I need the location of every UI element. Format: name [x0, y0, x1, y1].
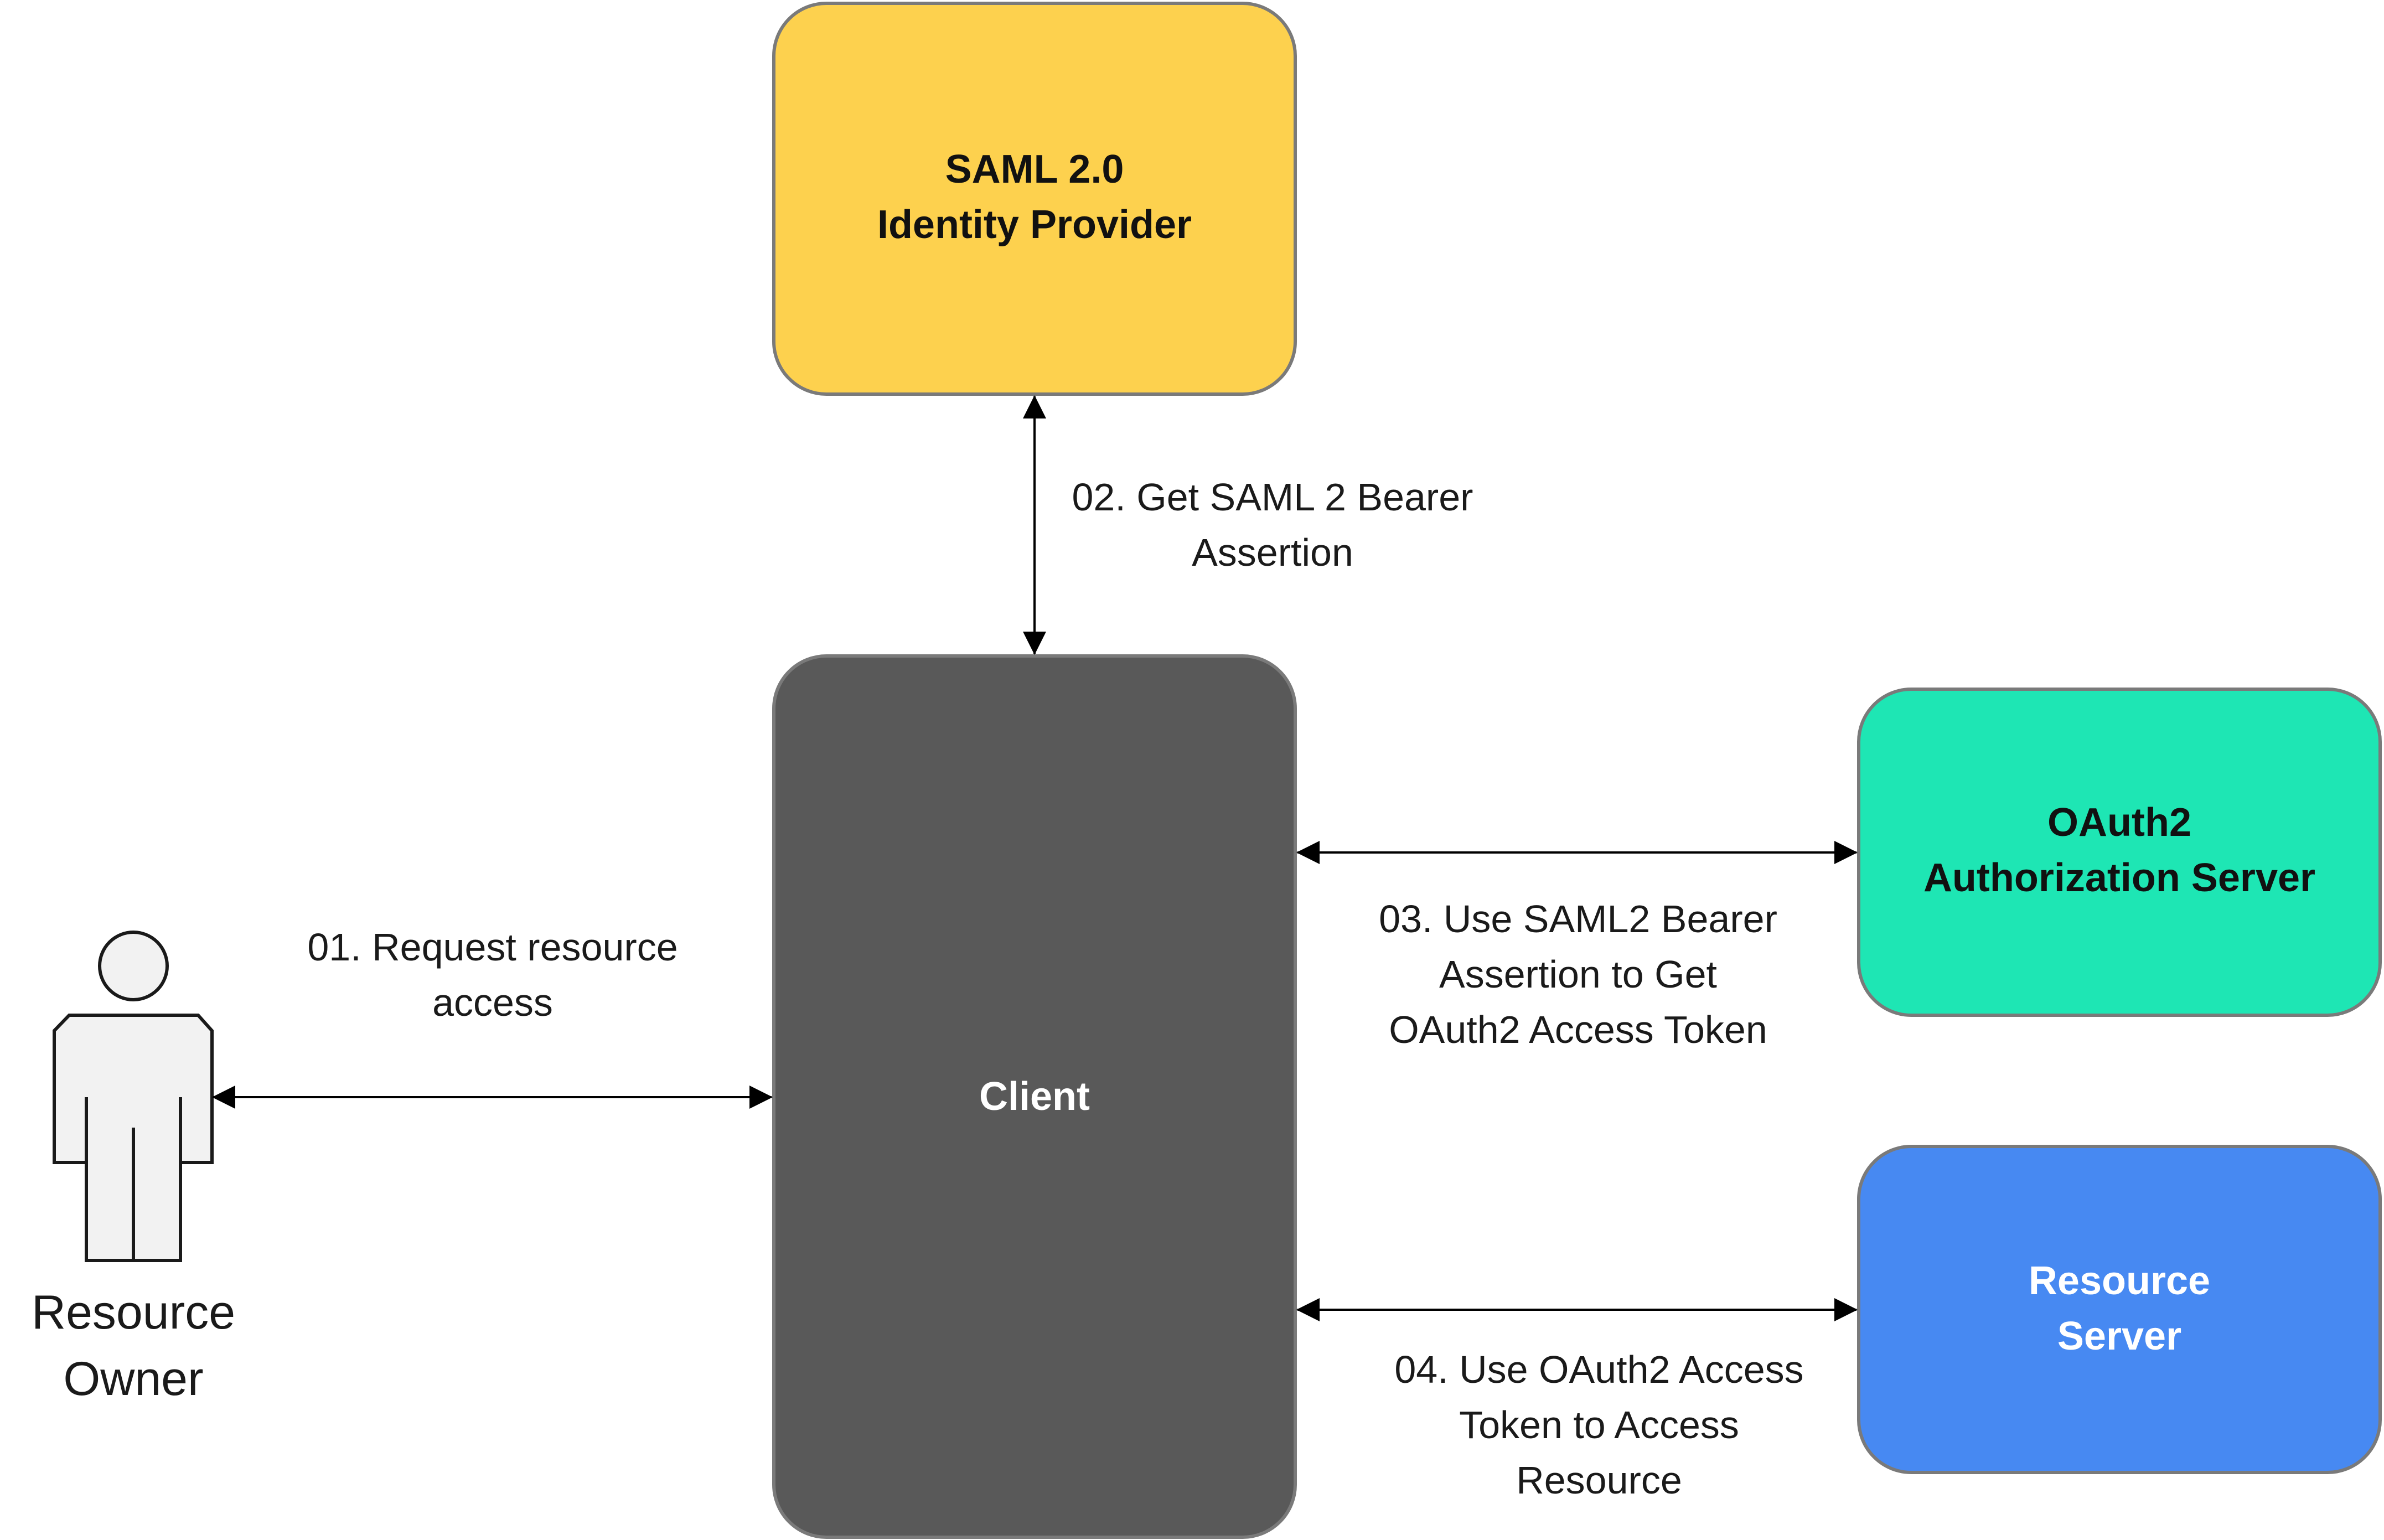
edge-label-step2-line2: Assertion	[1192, 531, 1353, 574]
edge-label-step4-line2: Token to Access	[1459, 1403, 1739, 1446]
edge-label-step2: 02. Get SAML 2 Bearer Assertion	[1072, 476, 1473, 574]
resource-server-label-line1: Resource	[2029, 1259, 2210, 1303]
client-label: Client	[979, 1074, 1090, 1119]
edge-label-step4-line1: 04. Use OAuth2 Access	[1394, 1348, 1803, 1391]
edge-label-step4-line3: Resource	[1516, 1459, 1682, 1502]
edge-label-step4: 04. Use OAuth2 Access Token to Access Re…	[1394, 1348, 1803, 1502]
client-node: Client	[772, 654, 1297, 1539]
oauth2-authorization-server-box	[1857, 688, 2382, 1017]
saml-identity-provider-label-line2: Identity Provider	[877, 203, 1192, 247]
person-icon	[53, 931, 214, 1262]
edge-label-step3-line2: Assertion to Get	[1439, 953, 1717, 996]
saml-identity-provider-node: SAML 2.0 Identity Provider	[772, 2, 1297, 396]
edge-label-step1: 01. Request resource access	[307, 926, 678, 1024]
edge-label-step3-line1: 03. Use SAML2 Bearer	[1379, 897, 1777, 940]
edge-label-step2-line1: 02. Get SAML 2 Bearer	[1072, 476, 1473, 519]
edge-label-step1-line1: 01. Request resource	[307, 926, 678, 969]
resource-owner-actor: Resource Owner	[32, 931, 235, 1405]
resource-server-label-line2: Server	[2057, 1314, 2181, 1358]
person-head	[98, 931, 169, 1001]
saml-identity-provider-box	[772, 2, 1297, 396]
saml-identity-provider-label-line1: SAML 2.0	[945, 147, 1124, 192]
oauth2-authorization-server-label-line2: Authorization Server	[1923, 856, 2315, 900]
edge-label-step3-line3: OAuth2 Access Token	[1389, 1008, 1767, 1051]
resource-server-box	[1857, 1145, 2382, 1474]
client-box	[772, 654, 1297, 1539]
resource-server-node: Resource Server	[1857, 1145, 2382, 1474]
oauth2-authorization-server-node: OAuth2 Authorization Server	[1857, 688, 2382, 1017]
resource-owner-label-line1: Resource	[32, 1286, 235, 1339]
oauth2-authorization-server-label-line1: OAuth2	[2047, 800, 2191, 845]
resource-owner-label-line2: Owner	[63, 1352, 203, 1405]
edge-label-step3: 03. Use SAML2 Bearer Assertion to Get OA…	[1379, 897, 1777, 1051]
edge-label-step1-line2: access	[432, 981, 553, 1024]
